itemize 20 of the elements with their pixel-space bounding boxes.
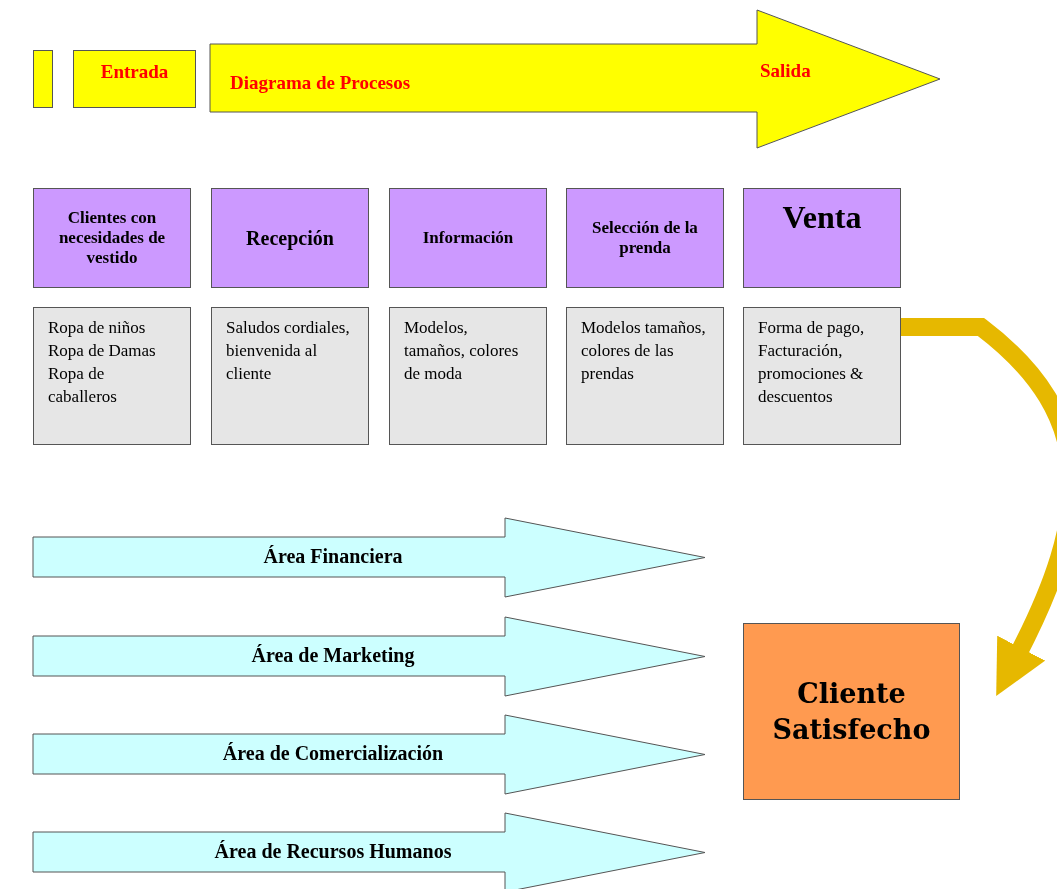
area-label: Área de Marketing	[250, 644, 416, 667]
entry-box: Entrada	[73, 50, 196, 108]
process-box: Clientes con necesidades de vestido	[33, 188, 191, 288]
bar-shape	[33, 50, 53, 108]
process-box: Venta	[743, 188, 901, 288]
arrow-title: Diagrama de Procesos	[230, 72, 411, 94]
area-label: Área de Recursos Humanos	[213, 840, 453, 863]
area-label: Área Financiera	[262, 545, 404, 568]
result-box: Cliente Satisfecho	[743, 623, 960, 800]
detail-box: Saludos cordiales, bienvenida al cliente	[211, 307, 369, 445]
area-label: Área de Comercialización	[221, 742, 445, 765]
process-box: Selección de la prenda	[566, 188, 724, 288]
detail-box: Modelos, tamaños, colores de moda	[389, 307, 547, 445]
curved-arrow	[901, 318, 1057, 697]
detail-box: Ropa de niños Ropa de Damas Ropa de caballeros	[33, 307, 191, 445]
process-box: Recepción	[211, 188, 369, 288]
exit-label: Salida	[760, 60, 811, 82]
detail-box: Modelos tamaños, colores de las prendas	[566, 307, 724, 445]
detail-box: Forma de pago, Facturación, promociones & descuentos	[743, 307, 901, 445]
process-box: Información	[389, 188, 547, 288]
